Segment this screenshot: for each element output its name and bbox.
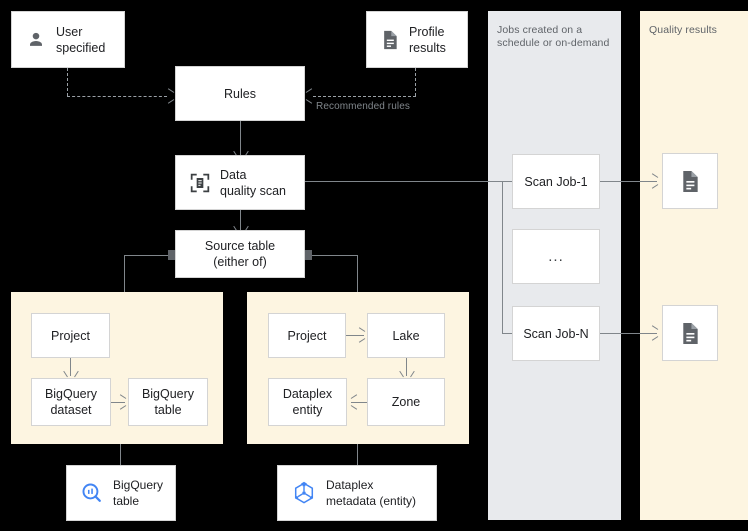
node-quality-result-1[interactable] (662, 153, 718, 209)
node-bigquery-project[interactable]: Project (31, 313, 110, 358)
edge-profile-to-rules-horizontal (313, 96, 416, 97)
edge-bqdataset-to-table-line (111, 402, 125, 403)
node-dataplex-metadata-legend-label: Dataplex metadata (entity) (326, 478, 417, 508)
edge-zone-to-entity-arrowhead (351, 397, 358, 406)
edge-scan-to-jobs-horizontal (305, 181, 512, 182)
edge-bqproject-to-dataset-arrowhead (66, 370, 75, 377)
node-user-specified[interactable]: User specified (11, 11, 125, 68)
edge-source-right-vertical (357, 255, 358, 292)
node-dataplex-zone-label: Zone (391, 395, 421, 409)
edge-dpproject-to-lake-line (346, 335, 364, 336)
edge-job1-to-result-arrowhead (651, 176, 658, 185)
node-bigquery-table[interactable]: BigQuery table (128, 378, 208, 426)
node-dataplex-project[interactable]: Project (268, 313, 346, 358)
edge-bqproject-to-dataset-line (70, 358, 71, 376)
node-quality-result-n[interactable] (662, 305, 718, 361)
document-icon (680, 170, 700, 193)
edge-scan-to-jobn-horizontal (502, 333, 513, 334)
node-dataplex-lake[interactable]: Lake (367, 313, 445, 358)
person-icon (26, 30, 46, 50)
edge-source-right-horizontal (305, 255, 357, 256)
edge-user-to-rules-vertical (67, 68, 68, 96)
edge-scan-to-source-line (240, 210, 241, 232)
edge-jobn-to-result-arrowhead (651, 328, 658, 337)
node-data-quality-scan-label: Data quality scan (220, 167, 287, 198)
edge-jobn-to-result-line (600, 333, 657, 334)
recommended-rules-label: Recommended rules (316, 101, 410, 112)
node-bigquery-dataset-label: BigQuery dataset (44, 387, 98, 417)
source-table-left-connector-nub (168, 250, 177, 260)
edge-lake-to-zone-line (406, 358, 407, 376)
edge-source-left-horizontal (124, 255, 175, 256)
quality-results-panel (640, 11, 748, 520)
bigquery-icon (81, 482, 103, 504)
node-profile-results-label: Profile results (409, 24, 446, 55)
jobs-panel-caption: Jobs created on a schedule or on-demand (497, 24, 610, 49)
node-scan-job-n-label: Scan Job-N (523, 326, 589, 341)
source-table-right-connector-nub (303, 250, 312, 260)
edge-scan-to-jobs-bus-vertical (502, 181, 503, 333)
node-source-table-label: Source table (either of) (204, 239, 276, 269)
edge-lake-to-zone-arrowhead (402, 370, 411, 377)
edge-profile-to-rules-vertical (415, 68, 416, 96)
node-dataplex-metadata-legend[interactable]: Dataplex metadata (entity) (277, 465, 437, 521)
edge-bqpanel-to-legend (120, 444, 121, 465)
scan-icon (190, 173, 210, 193)
node-bigquery-table-legend[interactable]: BigQuery table (66, 465, 176, 521)
edge-dppanel-to-legend (357, 444, 358, 465)
node-dataplex-entity[interactable]: Dataplex entity (268, 378, 347, 426)
edge-job1-to-result-line (600, 181, 657, 182)
node-dataplex-lake-label: Lake (392, 328, 420, 343)
node-scan-job-1[interactable]: Scan Job-1 (512, 154, 600, 209)
document-icon (680, 322, 700, 345)
edge-user-to-rules-horizontal (67, 96, 167, 97)
node-scan-job-ellipsis-label: ... (548, 247, 564, 265)
node-dataplex-zone[interactable]: Zone (367, 378, 445, 426)
node-dataplex-project-label: Project (287, 328, 327, 343)
edge-dpproject-to-lake-arrowhead (358, 330, 365, 339)
edge-user-to-rules-arrowhead (167, 91, 174, 100)
edge-zone-to-entity-line (351, 402, 369, 403)
node-rules[interactable]: Rules (175, 66, 305, 121)
node-source-table[interactable]: Source table (either of) (175, 230, 305, 278)
edge-bqdataset-to-table-arrowhead (119, 397, 126, 406)
quality-results-panel-caption: Quality results (649, 24, 718, 36)
node-user-specified-label: User specified (56, 24, 106, 55)
edge-profile-to-rules-arrowhead (306, 91, 313, 100)
node-scan-job-n[interactable]: Scan Job-N (512, 306, 600, 361)
node-bigquery-project-label: Project (51, 328, 90, 343)
node-profile-results[interactable]: Profile results (366, 11, 468, 68)
node-scan-job-1-label: Scan Job-1 (524, 174, 588, 189)
node-bigquery-dataset[interactable]: BigQuery dataset (31, 378, 111, 426)
node-bigquery-table-label: BigQuery table (141, 387, 195, 417)
node-scan-job-ellipsis[interactable]: ... (512, 229, 600, 284)
node-bigquery-table-legend-label: BigQuery table (113, 478, 164, 508)
edge-source-left-vertical (124, 255, 125, 292)
document-icon (381, 30, 399, 50)
edge-rules-to-scan-line (240, 121, 241, 157)
node-data-quality-scan[interactable]: Data quality scan (175, 155, 305, 210)
node-dataplex-entity-label: Dataplex entity (282, 387, 333, 417)
node-rules-label: Rules (224, 86, 256, 101)
dataplex-icon (292, 481, 316, 505)
